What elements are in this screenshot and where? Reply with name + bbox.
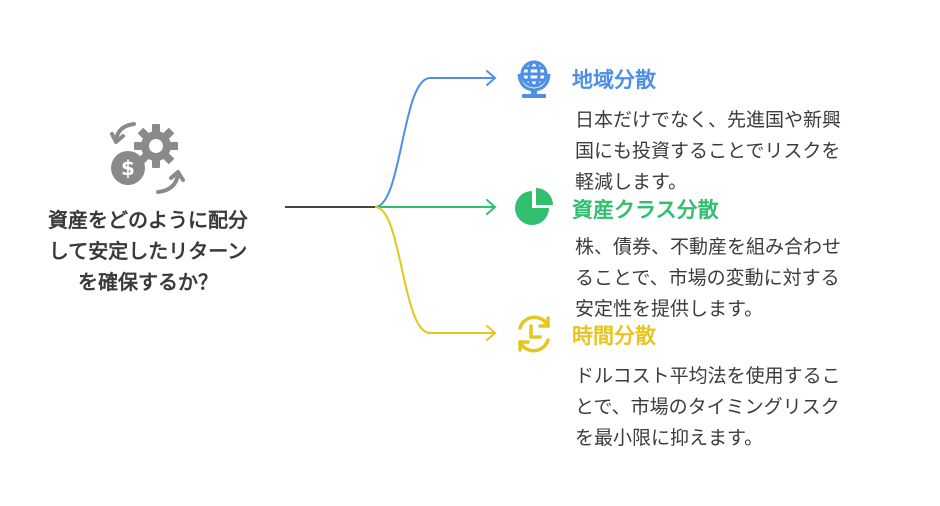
branch-title-region: 地域分散 bbox=[572, 68, 656, 92]
central-question-line-3: を確保するか？ bbox=[78, 270, 218, 294]
branch-body-time: ドルコスト平均法を使用するこ とで、市場のタイミングリスク を最小限に抑えます。 bbox=[575, 365, 841, 449]
pie-chart-icon bbox=[515, 188, 553, 225]
central-question: 資産をどのように配分 して安定したリターン を確保するか？ bbox=[8, 205, 288, 298]
arrowhead-asset bbox=[486, 199, 497, 215]
central-question-line-2: して安定したリターン bbox=[48, 239, 248, 263]
clock-cycle-icon bbox=[518, 315, 550, 353]
branch-title-time: 時間分散 bbox=[572, 324, 656, 348]
svg-text:$: $ bbox=[121, 156, 135, 180]
arrowhead-time bbox=[486, 325, 497, 341]
central-question-line-1: 資産をどのように配分 bbox=[48, 208, 248, 232]
money-gear-cycle-icon: $ bbox=[110, 122, 185, 194]
branch-title-asset-class: 資産クラス分散 bbox=[572, 198, 719, 222]
branch-body-region: 日本だけでなく、先進国や新興 国にも投資することでリスクを 軽減します。 bbox=[575, 109, 842, 193]
branch-body-asset-class: 株、債券、不動産を組み合わせ ることで、市場の変動に対する 安定性を提供します。 bbox=[575, 236, 842, 320]
arrowhead-region bbox=[486, 70, 497, 86]
globe-icon bbox=[517, 60, 551, 98]
branch-line-time bbox=[374, 206, 495, 334]
branch-line-region bbox=[374, 77, 495, 208]
